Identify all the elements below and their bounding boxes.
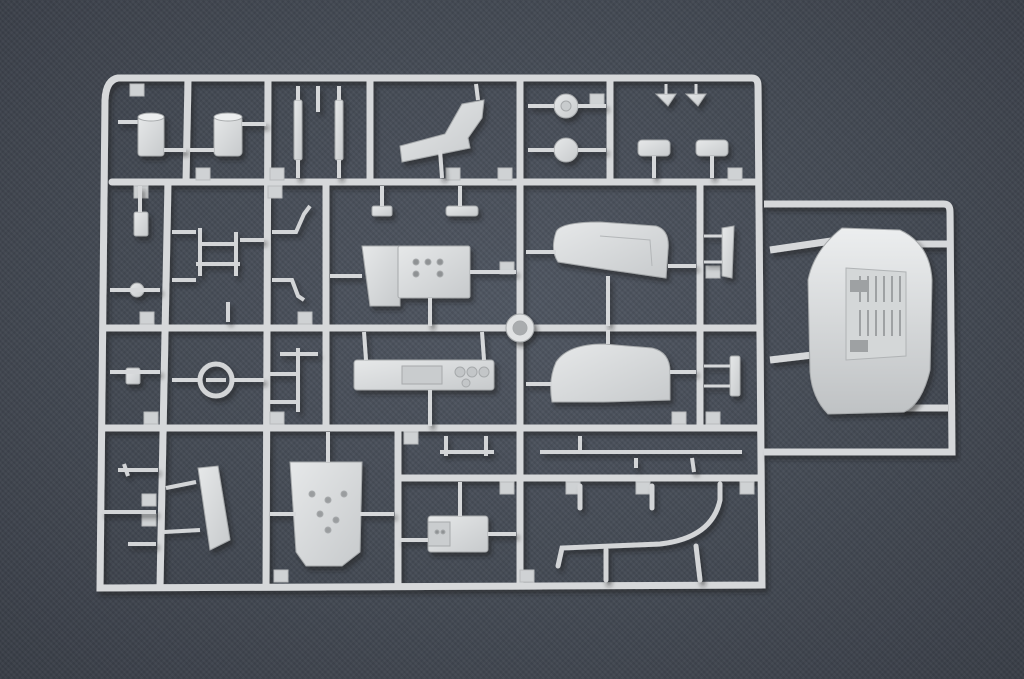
parts xyxy=(102,83,933,583)
engine-part xyxy=(400,482,516,553)
small-parts-left xyxy=(110,186,160,298)
seat-parts xyxy=(637,139,729,178)
dashboard-part xyxy=(353,331,495,426)
tank-part xyxy=(190,112,266,157)
runner-tabs xyxy=(129,83,755,583)
hook-parts xyxy=(654,84,707,107)
frame-bracket-part xyxy=(172,228,264,282)
axle-parts xyxy=(440,436,742,473)
steering-wheel-part xyxy=(110,361,264,399)
grille-part xyxy=(807,227,933,415)
fender-part-lower xyxy=(526,330,696,403)
exhaust-pipe-part xyxy=(555,481,723,583)
plate-part xyxy=(330,186,516,326)
floor-plate-part xyxy=(270,432,394,567)
right-bracket-parts xyxy=(704,225,741,397)
shock-absorber-parts xyxy=(293,86,344,178)
lever-vertical-part xyxy=(270,348,318,412)
cylinder-part xyxy=(118,112,186,157)
disc-parts xyxy=(528,93,606,163)
sprue-frame-main xyxy=(96,74,766,592)
fender-part-upper xyxy=(526,221,696,326)
sprue-hub xyxy=(505,313,535,343)
small-parts-lower-left xyxy=(102,463,201,546)
bracket-part xyxy=(399,83,485,179)
lever-parts xyxy=(226,204,312,322)
angled-bracket-part xyxy=(197,465,231,551)
